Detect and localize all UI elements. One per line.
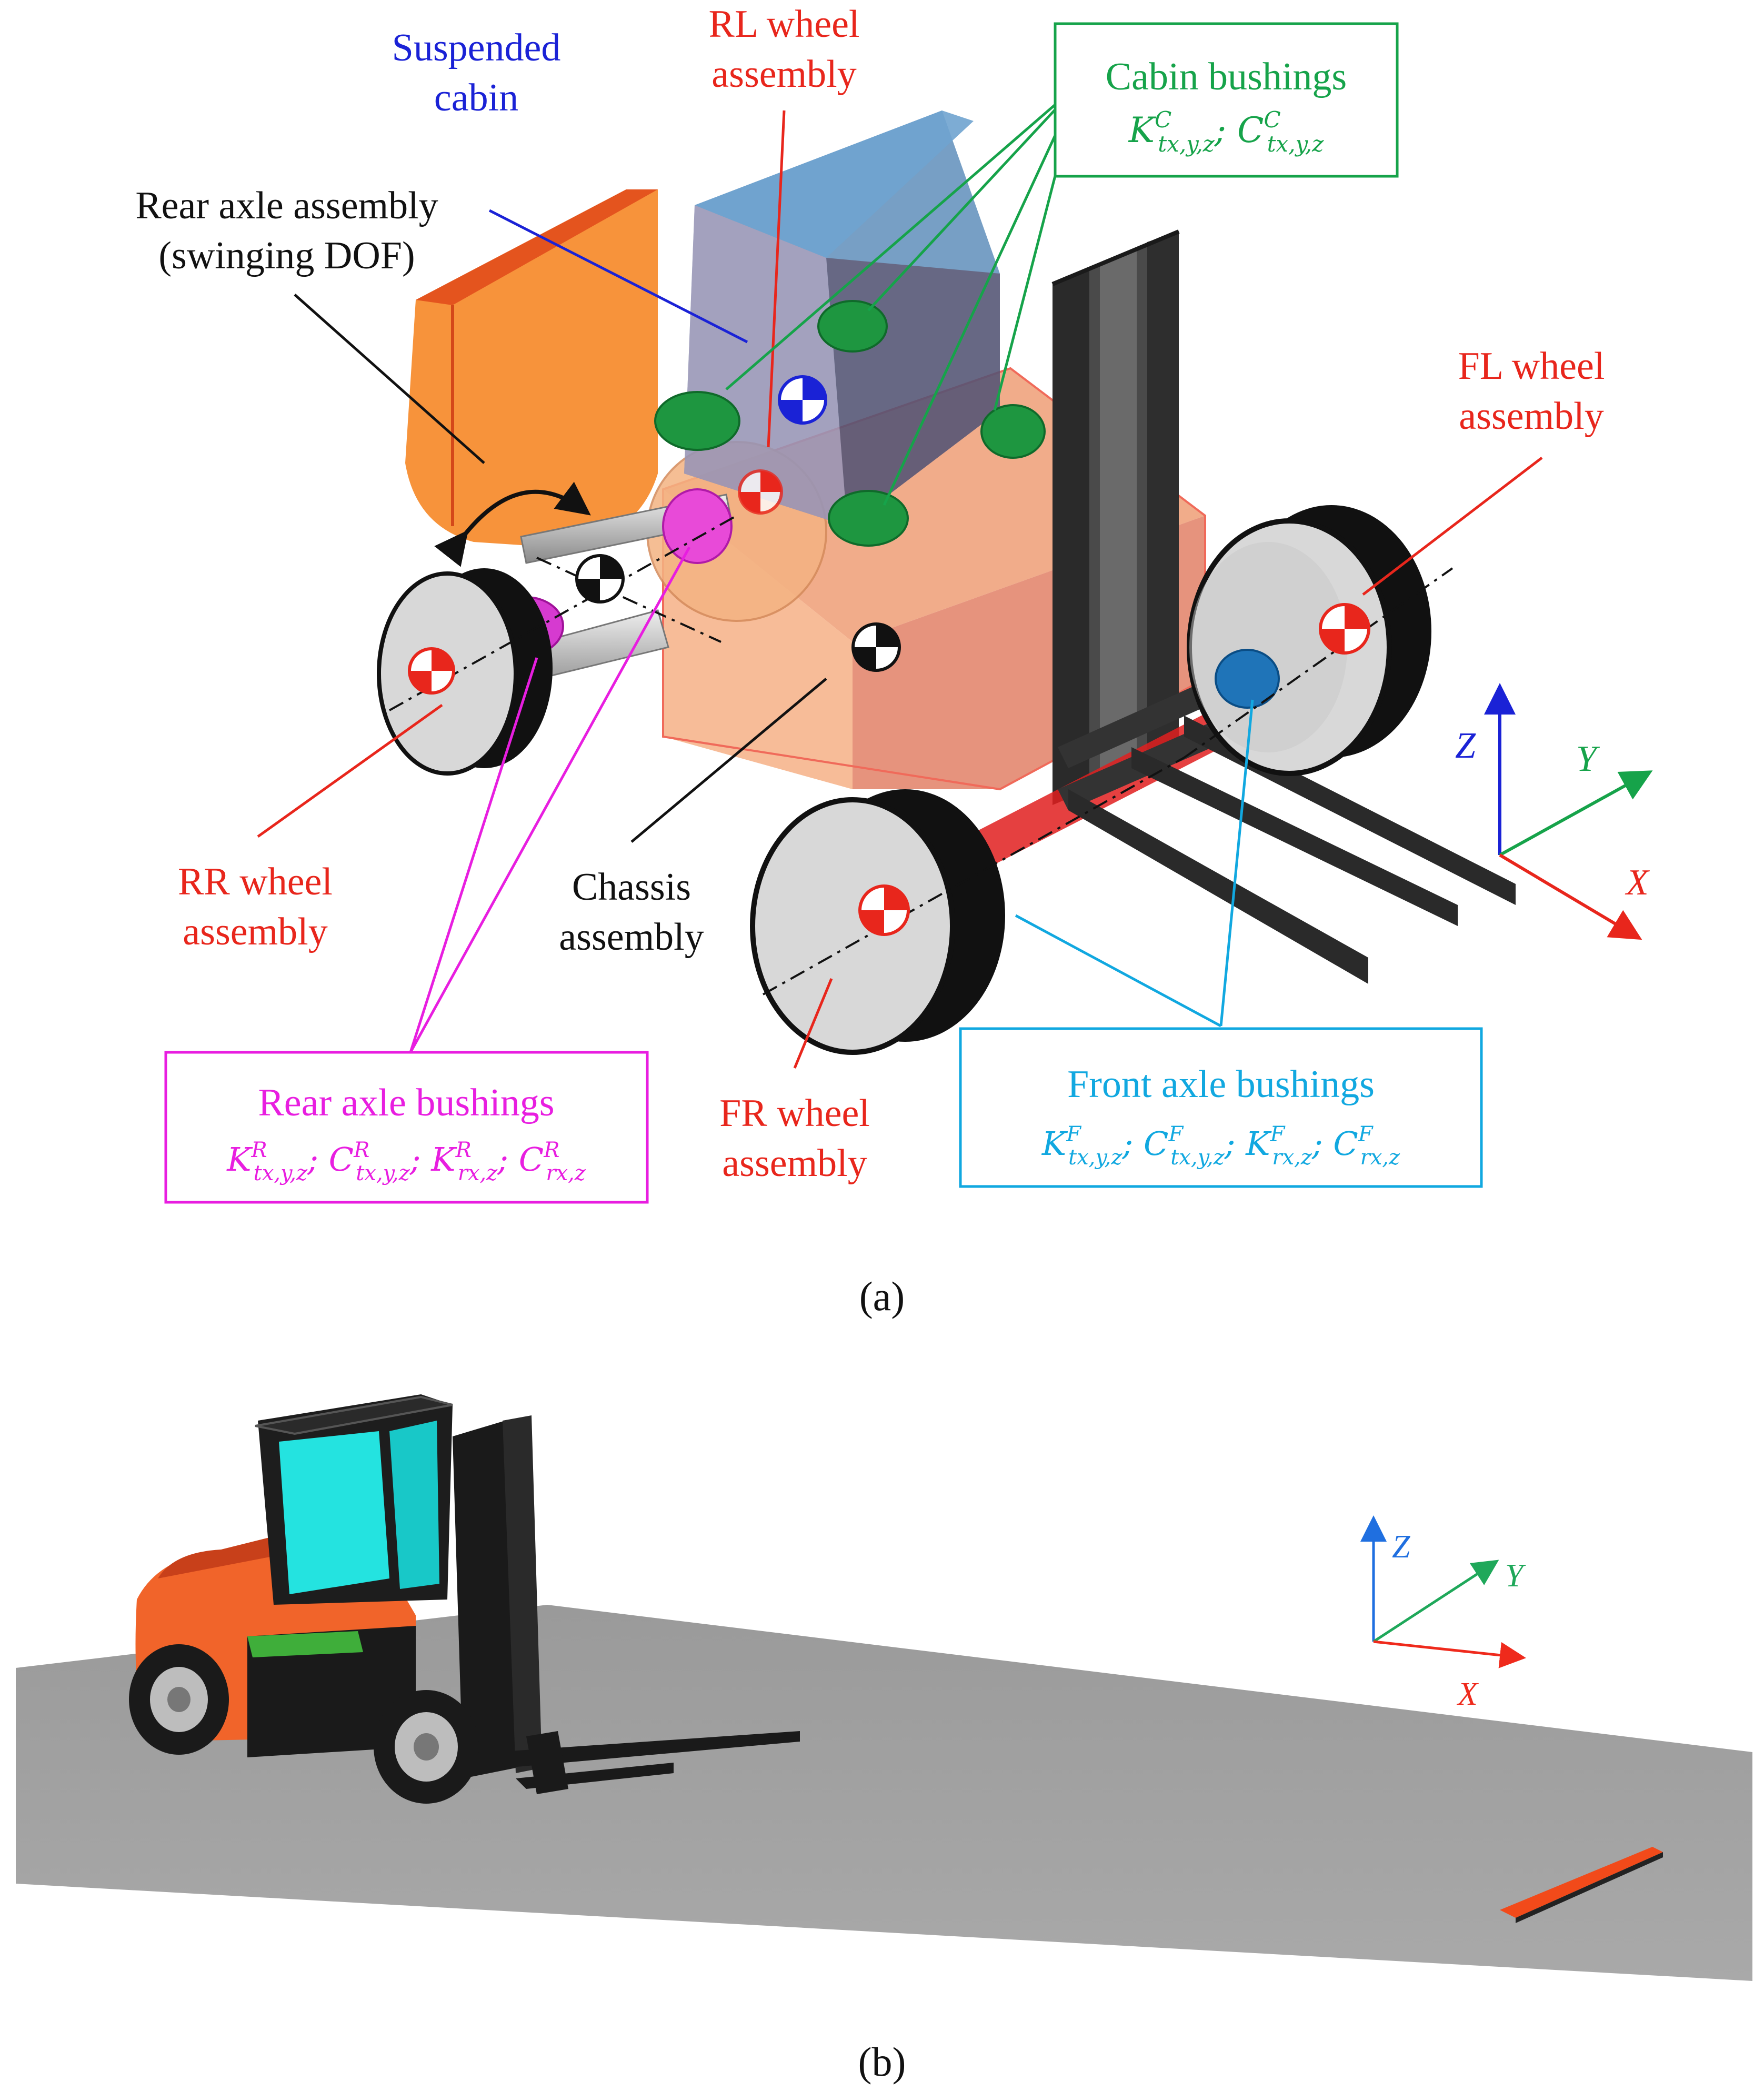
panel-a: Suspended cabin RL wheel assembly Rear a… xyxy=(135,3,1653,1319)
rear-axle-label-line1: Rear axle assembly xyxy=(135,184,438,227)
panel-a-axes: Z Y X xyxy=(1455,683,1653,940)
rr-wheel-com xyxy=(408,647,455,695)
panel-b-y-axis xyxy=(1372,1560,1499,1643)
panel-b-caption: (b) xyxy=(858,2039,906,2085)
panel-b-z-label: Z xyxy=(1392,1529,1410,1565)
fl-wheel-label-line2: assembly xyxy=(1459,395,1603,438)
panel-b: Z Y X (b) xyxy=(16,1394,1752,2085)
fr-wheel-label-line1: FR wheel xyxy=(719,1092,870,1135)
panel-b-x-axis xyxy=(1373,1640,1526,1668)
mast xyxy=(1051,229,1180,805)
cabin-bushings xyxy=(654,300,1046,547)
rr-wheel xyxy=(377,568,553,776)
forklift-model xyxy=(129,1394,800,1804)
fl-wheel xyxy=(1187,505,1431,776)
fr-wheel-com xyxy=(858,884,910,936)
rear-axle-bushings-title: Rear axle bushings xyxy=(258,1081,554,1124)
cabin-com xyxy=(778,375,827,425)
cabin-bushings-title: Cabin bushings xyxy=(1106,55,1347,98)
road-bump xyxy=(1500,1847,1663,1918)
front-axle-bushings-title: Front axle bushings xyxy=(1067,1063,1375,1106)
rear-axle-label-line2: (swinging DOF) xyxy=(158,234,415,277)
rear-axle-com xyxy=(575,554,625,604)
panel-b-axes: Z Y X xyxy=(1360,1515,1526,1712)
chassis-com xyxy=(851,622,901,672)
rr-wheel-label-line2: assembly xyxy=(183,910,327,953)
rl-wheel-label-line1: RL wheel xyxy=(708,3,859,46)
panel-a-labels: Suspended cabin RL wheel assembly Rear a… xyxy=(135,3,1605,1185)
rl-wheel-com xyxy=(738,469,783,515)
rl-wheel-label-line2: assembly xyxy=(711,53,856,96)
panel-a-z-label: Z xyxy=(1455,726,1476,766)
rear-counterweight xyxy=(405,189,658,547)
center-of-mass-markers xyxy=(408,375,1370,936)
suspended-cabin-label-line2: cabin xyxy=(434,76,518,119)
forklift-rear-wheel xyxy=(129,1644,229,1755)
panel-a-y-label: Y xyxy=(1576,739,1600,779)
fl-wheel-com xyxy=(1319,603,1370,655)
suspended-cabin-label-line1: Suspended xyxy=(392,26,561,69)
panel-a-caption: (a) xyxy=(859,1273,905,1319)
chassis-label-line2: assembly xyxy=(559,916,704,959)
forklift-front-wheel xyxy=(374,1690,479,1804)
panel-b-x-label: X xyxy=(1456,1676,1479,1712)
fl-wheel-label-line1: FL wheel xyxy=(1458,345,1605,388)
rr-wheel-label-line1: RR wheel xyxy=(178,860,333,903)
leader-lines xyxy=(257,83,1543,1069)
panel-a-x-label: X xyxy=(1625,862,1650,903)
fr-wheel-label-line2: assembly xyxy=(722,1142,867,1185)
chassis-label-line1: Chassis xyxy=(572,866,691,909)
swing-arrow xyxy=(434,481,591,567)
forks xyxy=(1058,679,1516,984)
road-bump-shadow xyxy=(1516,1852,1663,1923)
panel-a-x-axis xyxy=(1499,853,1642,940)
panel-b-y-label: Y xyxy=(1505,1558,1526,1594)
panel-a-y-axis xyxy=(1499,770,1653,857)
